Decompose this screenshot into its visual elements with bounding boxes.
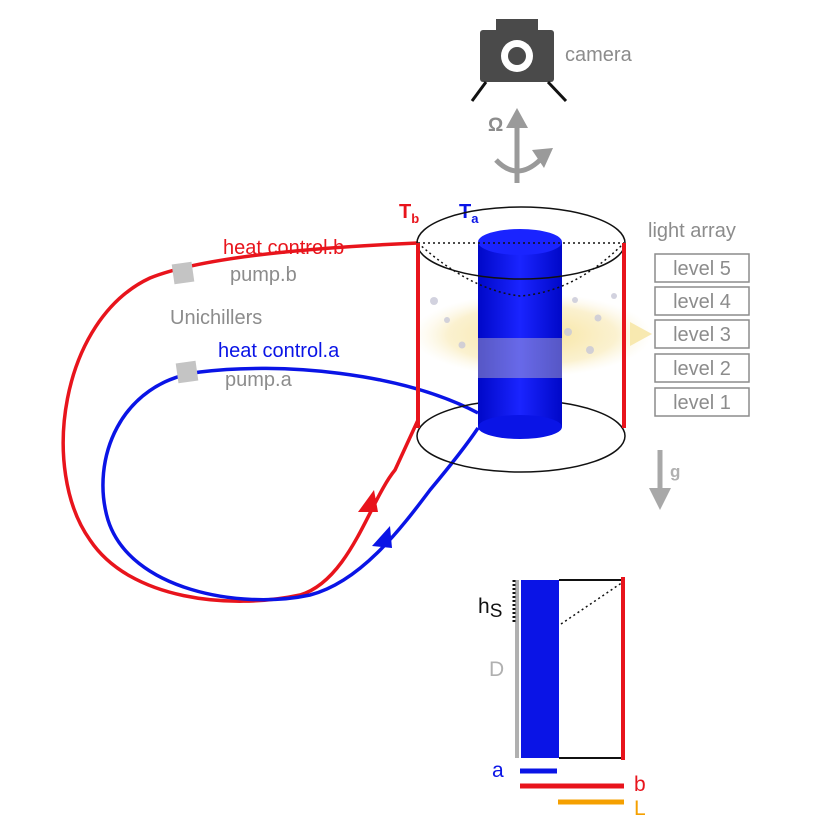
l-label: L (634, 797, 646, 820)
hs-label: hS (478, 595, 502, 622)
fluid-loops (61, 241, 480, 603)
light-level-box (654, 319, 750, 349)
cross-section (512, 577, 625, 805)
pump-icon (175, 360, 199, 384)
light-level-2: level 2 (673, 358, 731, 380)
light-level-4: level 4 (673, 291, 731, 313)
a-label: a (492, 759, 504, 782)
pump-b-label: pump.b (230, 264, 297, 286)
section-inner-cylinder (521, 580, 559, 758)
light-array-label: light array (648, 220, 736, 242)
light-level-3: level 3 (673, 324, 731, 346)
rotation-arrow-icon (494, 108, 553, 183)
camera-label: camera (565, 44, 633, 66)
light-level-box (654, 387, 750, 417)
light-array: level 5 level 4 level 3 level 2 level 1 (654, 253, 750, 417)
heat-control-a-label: heat control.a (218, 340, 340, 362)
inner-cylinder (478, 242, 562, 427)
b-label: b (634, 773, 646, 796)
camera-icon (470, 19, 568, 103)
heat-control-b-label: heat control.b (223, 237, 344, 259)
gravity-arrow-icon (649, 450, 671, 510)
light-level-5: level 5 (673, 258, 731, 280)
omega-label: Ω (488, 115, 503, 136)
light-level-box (654, 286, 750, 316)
blue-flow-arrow (372, 526, 392, 548)
tb-label: Tb (399, 201, 419, 226)
light-level-box (654, 253, 750, 283)
light-level-1: level 1 (673, 392, 731, 414)
d-label: D (489, 658, 504, 681)
gravity-label: g (670, 462, 680, 481)
light-level-box (654, 353, 750, 383)
pump-a-label: pump.a (225, 369, 293, 391)
pump-icon (171, 261, 195, 285)
red-flow-arrow (358, 490, 378, 512)
tank (412, 206, 652, 473)
unichillers-label: Unichillers (170, 307, 262, 329)
